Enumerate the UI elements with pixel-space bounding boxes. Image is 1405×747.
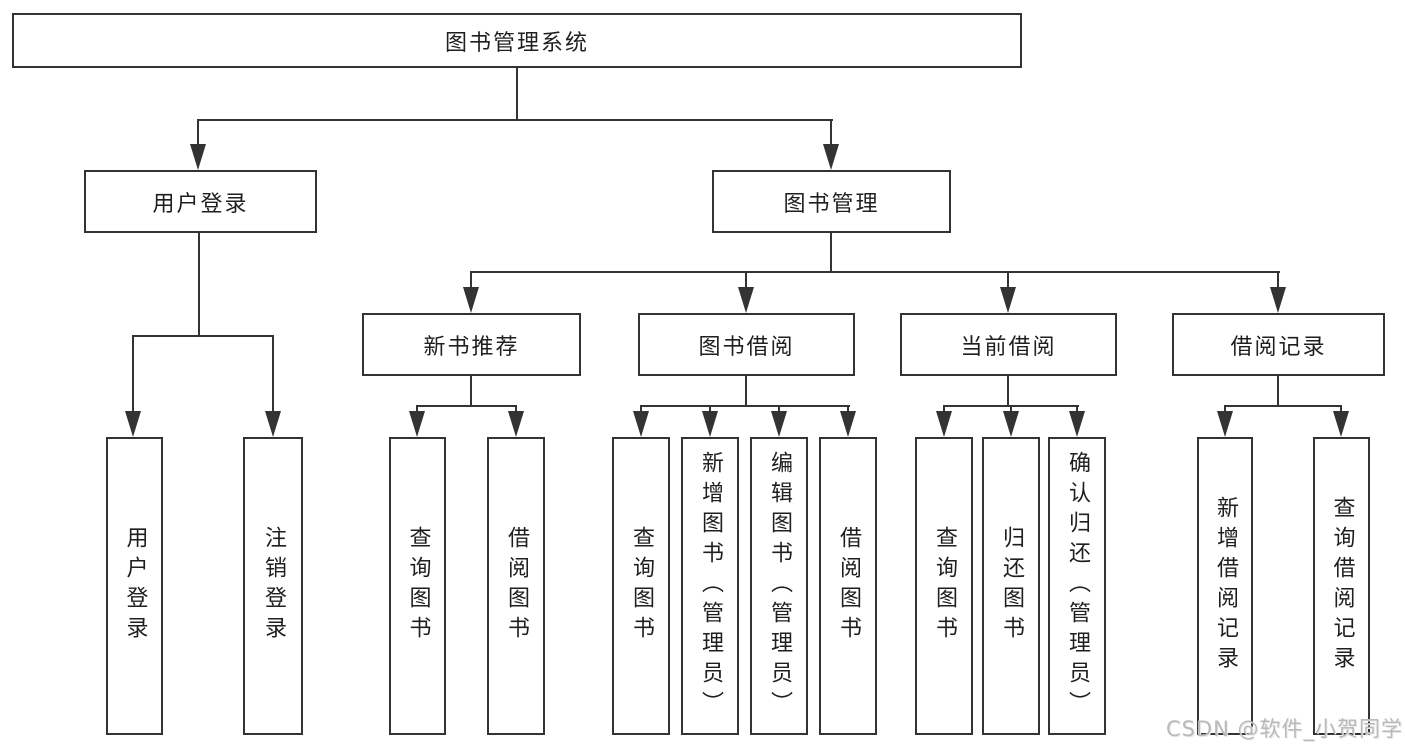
connector-line bbox=[416, 405, 418, 415]
connector-line bbox=[1007, 271, 1009, 289]
arrow-down-icon bbox=[190, 144, 206, 170]
arrow-down-icon bbox=[823, 144, 839, 170]
leaf-confirm-return-admin: 确认归还（管理员） bbox=[1048, 437, 1106, 735]
arrow-down-icon bbox=[702, 411, 718, 437]
arrow-down-icon bbox=[463, 287, 479, 313]
leaf-query-book-borrow: 查询图书 bbox=[612, 437, 670, 735]
arrow-down-icon bbox=[1069, 411, 1085, 437]
leaf-borrow-book: 借阅图书 bbox=[819, 437, 877, 735]
node-root: 图书管理系统 bbox=[12, 13, 1022, 68]
leaf-edit-book-admin: 编辑图书（管理员） bbox=[750, 437, 808, 735]
arrow-down-icon bbox=[508, 411, 524, 437]
arrow-down-icon bbox=[409, 411, 425, 437]
node-user-login: 用户登录 bbox=[84, 170, 317, 233]
node-borrow-record: 借阅记录 bbox=[1172, 313, 1385, 376]
leaf-add-book-admin: 新增图书（管理员） bbox=[681, 437, 739, 735]
arrow-down-icon bbox=[936, 411, 952, 437]
connector-line bbox=[1224, 405, 1226, 415]
connector-line bbox=[197, 119, 833, 121]
connector-line bbox=[1076, 405, 1078, 415]
connector-line bbox=[943, 405, 945, 415]
connector-line bbox=[198, 233, 200, 337]
arrow-down-icon bbox=[1000, 287, 1016, 313]
leaf-query-borrow-record: 查询借阅记录 bbox=[1313, 437, 1370, 735]
connector-line bbox=[745, 376, 747, 407]
connector-line bbox=[132, 335, 274, 337]
connector-line bbox=[1277, 271, 1279, 289]
node-new-book-recommend: 新书推荐 bbox=[362, 313, 581, 376]
connector-line bbox=[1340, 405, 1342, 415]
connector-line bbox=[745, 271, 747, 289]
arrow-down-icon bbox=[1003, 411, 1019, 437]
node-book-management: 图书管理 bbox=[712, 170, 951, 233]
arrow-down-icon bbox=[738, 287, 754, 313]
connector-line bbox=[1277, 376, 1279, 407]
connector-line bbox=[830, 233, 832, 273]
connector-line bbox=[640, 405, 642, 415]
connector-line bbox=[830, 119, 832, 147]
connector-line bbox=[1010, 405, 1012, 415]
arrow-down-icon bbox=[1333, 411, 1349, 437]
csdn-watermark: CSDN @软件_小贺同学 bbox=[1165, 717, 1403, 741]
node-book-borrow: 图书借阅 bbox=[638, 313, 855, 376]
connector-line bbox=[847, 405, 849, 415]
arrow-down-icon bbox=[840, 411, 856, 437]
connector-line bbox=[470, 376, 472, 407]
leaf-query-book-current: 查询图书 bbox=[915, 437, 973, 735]
connector-line bbox=[470, 271, 472, 289]
leaf-add-borrow-record: 新增借阅记录 bbox=[1197, 437, 1253, 735]
connector-line bbox=[272, 335, 274, 413]
arrow-down-icon bbox=[125, 411, 141, 437]
connector-line bbox=[1007, 376, 1009, 407]
connector-line bbox=[132, 335, 134, 413]
leaf-logout-login: 注销登录 bbox=[243, 437, 303, 735]
arrow-down-icon bbox=[633, 411, 649, 437]
connector-line bbox=[1224, 405, 1342, 407]
leaf-return-book: 归还图书 bbox=[982, 437, 1040, 735]
arrow-down-icon bbox=[771, 411, 787, 437]
connector-line bbox=[197, 119, 199, 147]
connector-line bbox=[709, 405, 711, 415]
connector-line bbox=[778, 405, 780, 415]
arrow-down-icon bbox=[1270, 287, 1286, 313]
connector-line bbox=[515, 405, 517, 415]
arrow-down-icon bbox=[1217, 411, 1233, 437]
connector-line bbox=[470, 271, 1280, 273]
leaf-borrow-book-recommend: 借阅图书 bbox=[487, 437, 545, 735]
arrow-down-icon bbox=[265, 411, 281, 437]
connector-line bbox=[416, 405, 517, 407]
node-current-borrow: 当前借阅 bbox=[900, 313, 1117, 376]
connector-line bbox=[516, 68, 518, 121]
leaf-user-login: 用户登录 bbox=[106, 437, 163, 735]
leaf-query-book-recommend: 查询图书 bbox=[389, 437, 446, 735]
connector-line bbox=[640, 405, 850, 407]
